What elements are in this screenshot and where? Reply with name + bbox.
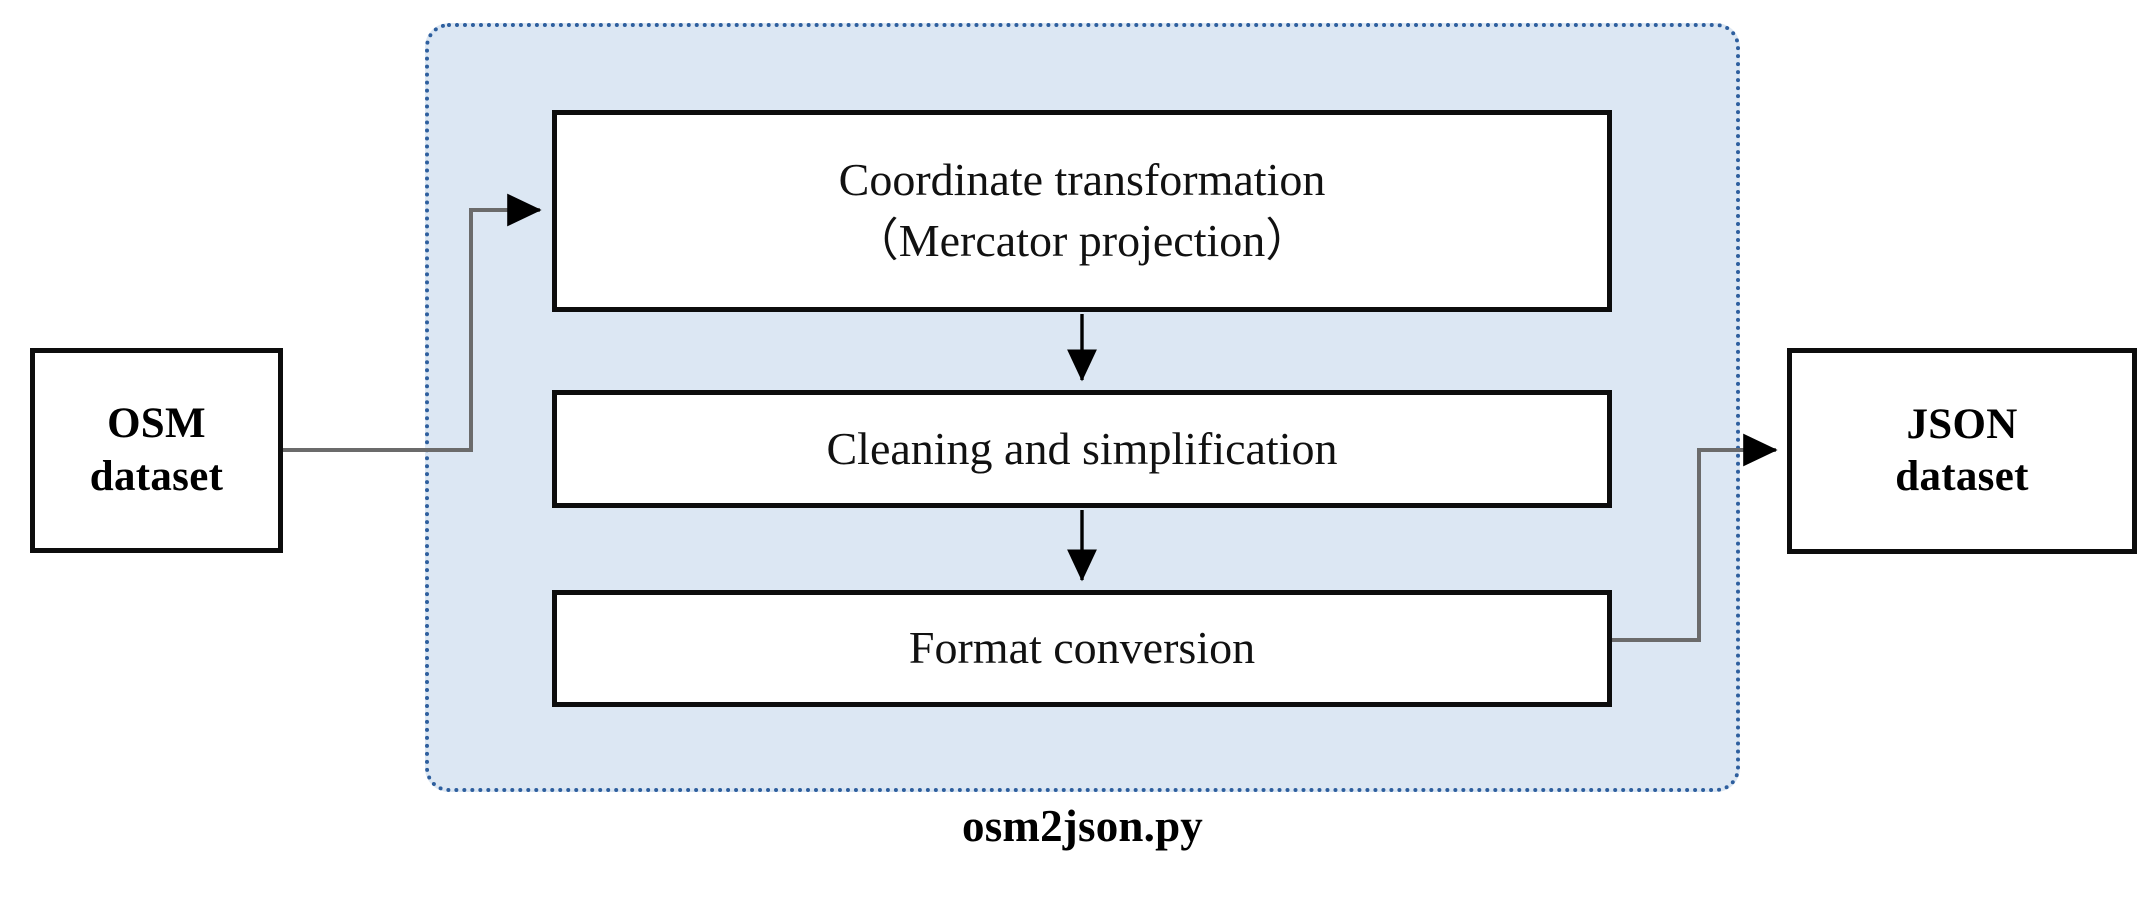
osm-dataset-label-line1: OSM [107, 400, 206, 448]
osm-dataset-box: OSM dataset [30, 348, 283, 553]
osm-dataset-label-line2: dataset [89, 452, 224, 500]
step-format-conversion-line1: Format conversion [908, 622, 1256, 674]
step-cleaning-and-simplification-box: Cleaning and simplification [552, 390, 1612, 508]
step-format-conversion-box: Format conversion [552, 590, 1612, 707]
json-dataset-label-line1: JSON [1906, 400, 2018, 448]
step-coordinate-transformation-line1: Coordinate transformation [838, 154, 1326, 206]
step-cleaning-and-simplification-line1: Cleaning and simplification [826, 422, 1338, 474]
step-coordinate-transformation-box: Coordinate transformation （Mercator proj… [552, 110, 1612, 312]
json-dataset-box: JSON dataset [1787, 348, 2137, 554]
module-caption: osm2json.py [962, 801, 1203, 851]
step-coordinate-transformation-line2: （Mercator projection） [852, 215, 1312, 266]
json-dataset-label-line2: dataset [1895, 453, 2029, 500]
